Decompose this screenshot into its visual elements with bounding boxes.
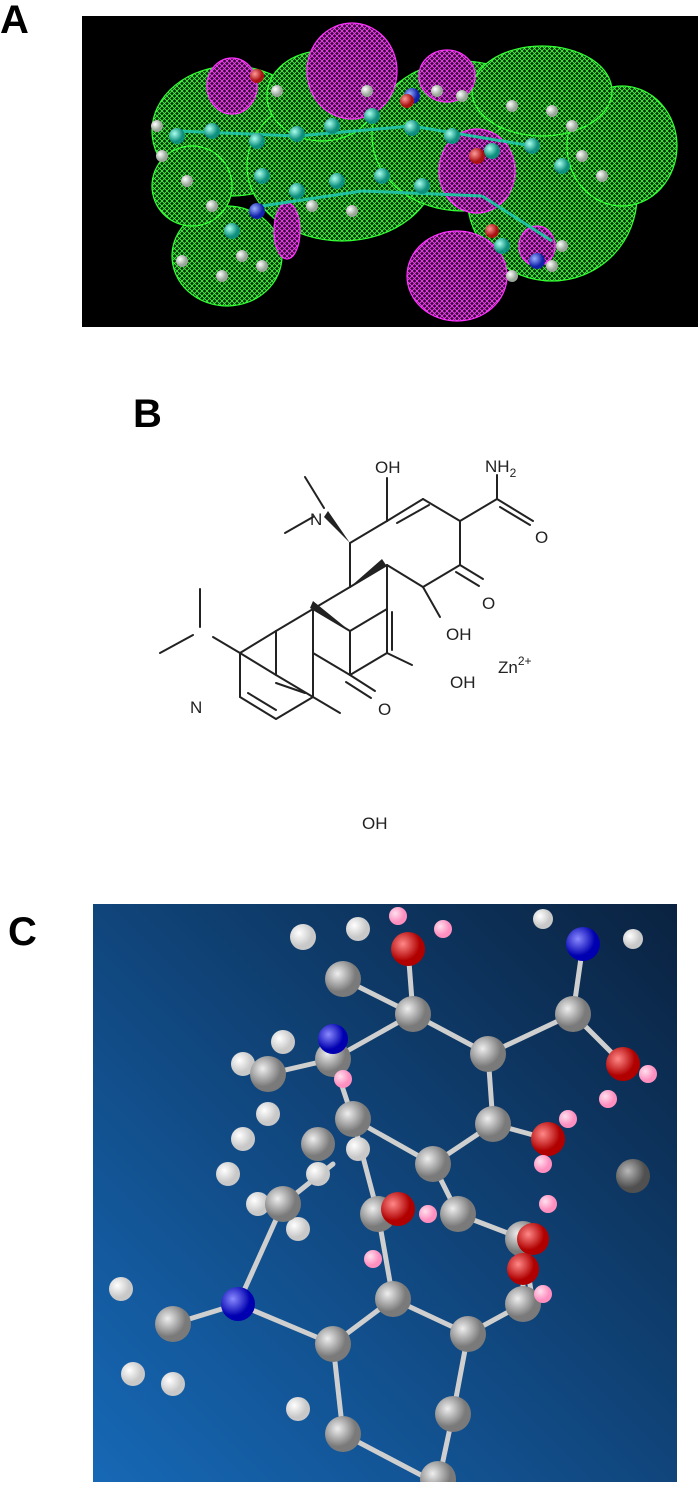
atom-nh2: NH2 (485, 457, 517, 480)
atom-n-top: N (310, 510, 322, 529)
render-background (93, 904, 677, 1482)
ball-stick-svg (93, 904, 677, 1482)
structure-bonds (159, 474, 534, 720)
panel-label-a: A (0, 0, 29, 42)
zinc-atom (616, 1159, 650, 1193)
atom-oh-ring: OH (446, 625, 472, 644)
isosurface-render (82, 16, 698, 327)
atom-oh-top: OH (375, 458, 401, 477)
stereo-wedges (310, 511, 386, 631)
atom-o-ketone: O (482, 594, 495, 613)
panel-label-b: B (133, 392, 162, 436)
structure-svg: N OH NH2 O O OH OH Zn2+ O OH N (159, 457, 548, 833)
zinc-ion: Zn2+ (498, 654, 532, 677)
atom-spheres (151, 69, 608, 282)
isosurface-svg (82, 16, 698, 327)
atom-oh-enol: OH (450, 673, 476, 692)
atom-balls (109, 907, 657, 1482)
ball-and-stick-render (93, 904, 677, 1482)
atom-o-amide: O (535, 528, 548, 547)
panel-label-c: C (8, 910, 37, 954)
atom-oh-phenol: OH (362, 814, 388, 833)
chemical-structure: N OH NH2 O O OH OH Zn2+ O OH N (150, 455, 580, 845)
structure-labels: N OH NH2 O O OH OH Zn2+ O OH N (190, 457, 548, 833)
magenta-isosurface (206, 22, 556, 322)
atom-n-left: N (190, 698, 202, 717)
atom-o-lower: O (378, 700, 391, 719)
